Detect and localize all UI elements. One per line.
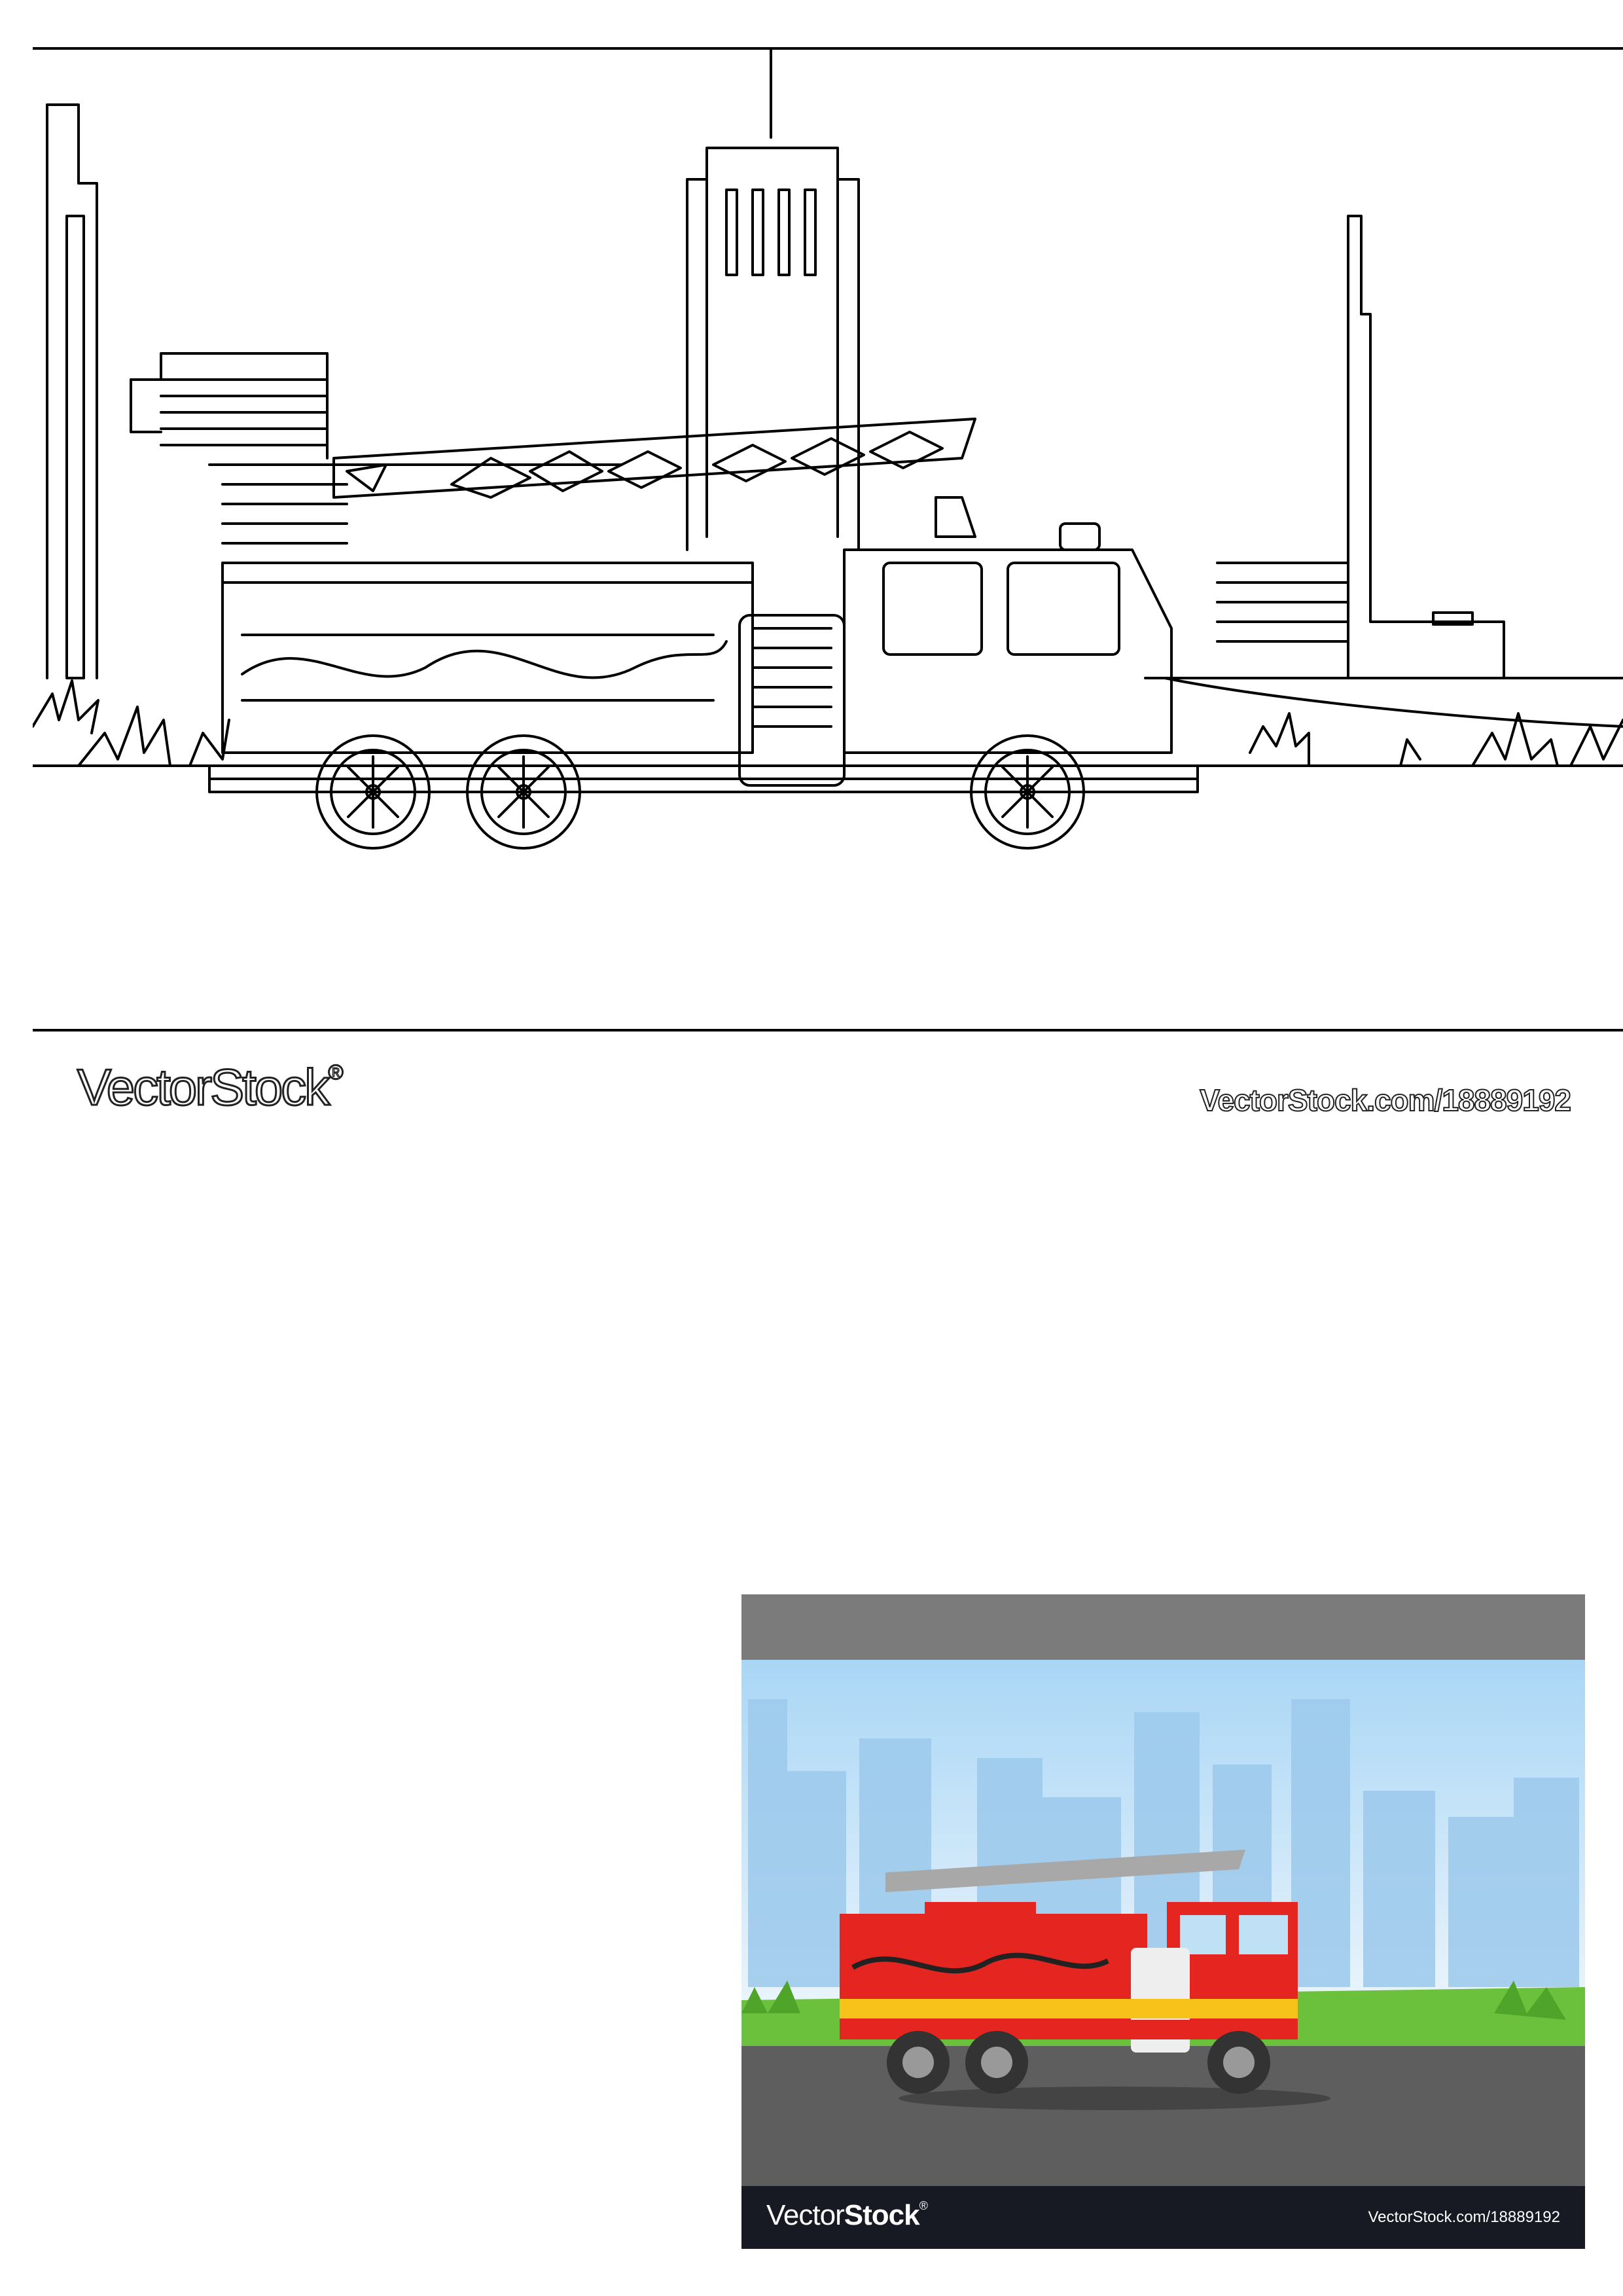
grass-tufts-outline: [33, 679, 1623, 767]
preview-image-id: VectorStock.com/18889192: [1368, 2208, 1560, 2226]
preview-registered-mark: ®: [919, 2199, 928, 2212]
vectorstock-logo: VectorStock®: [76, 1060, 344, 1114]
city-skyline-outline: [33, 47, 1623, 767]
registered-mark: ®: [327, 1060, 344, 1084]
red-fire-truck: [840, 1850, 1298, 2094]
colored-preview-image: VectorStock® VectorStock.com/18889192: [741, 1594, 1585, 2249]
preview-brand-light: Vector: [766, 2199, 845, 2231]
fire-truck-outline: [208, 418, 1199, 850]
preview-brand-bold: Stock: [844, 2199, 920, 2231]
colored-fire-truck-illustration: [741, 1594, 1585, 2187]
section-divider: [33, 1029, 1623, 1031]
preview-watermark-bar: VectorStock® VectorStock.com/18889192: [741, 2186, 1585, 2249]
fire-truck-outline-illustration: [33, 39, 1623, 1060]
brand-name: VectorStock: [76, 1058, 330, 1116]
preview-vectorstock-logo: VectorStock®: [766, 2199, 928, 2232]
image-id-label: VectorStock.com/18889192: [1199, 1083, 1572, 1117]
